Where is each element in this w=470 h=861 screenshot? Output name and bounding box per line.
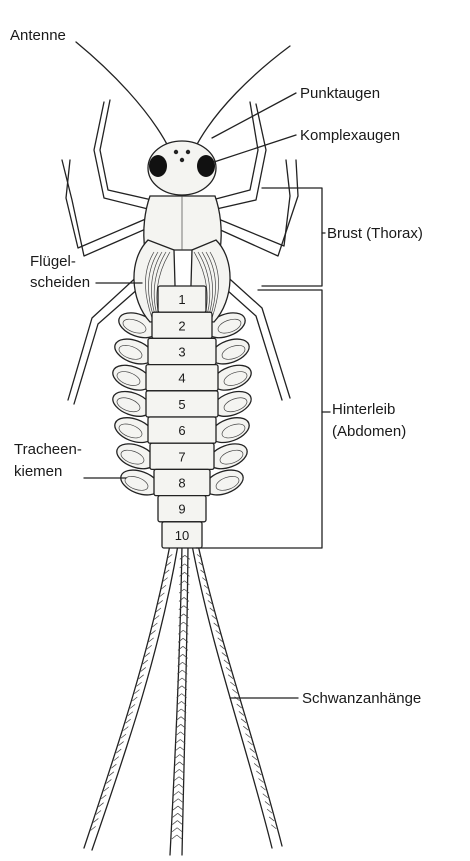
segment-number: 7 <box>178 449 185 464</box>
segment-number: 9 <box>178 502 185 517</box>
abdominal-segment: 9 <box>158 496 206 522</box>
compound-eye-right <box>197 155 215 177</box>
ocellus <box>186 150 190 154</box>
abdominal-segment: 5 <box>146 391 218 417</box>
segment-number: 1 <box>178 292 185 307</box>
abdominal-segment: 8 <box>154 469 210 495</box>
label-komplexaugen: Komplexaugen <box>300 127 400 144</box>
label-hinterleib-1: Hinterleib <box>332 401 395 418</box>
abdominal-segment: 10 <box>162 522 202 548</box>
abdominal-segment: 1 <box>158 286 206 312</box>
abdominal-segment: 3 <box>148 338 216 364</box>
abdomen: 1 2 3 4 5 6 7 8 9 10 <box>146 286 218 548</box>
segment-number: 10 <box>175 528 189 543</box>
abdominal-segment: 2 <box>152 312 212 338</box>
segment-number: 5 <box>178 397 185 412</box>
segment-number: 2 <box>178 318 185 333</box>
ocellus <box>180 158 184 162</box>
compound-eye-left <box>149 155 167 177</box>
label-fluegelscheiden-2: scheiden <box>30 274 90 291</box>
abdominal-segment: 6 <box>148 417 216 443</box>
segment-number: 6 <box>178 423 185 438</box>
label-fluegelscheiden-1: Flügel- <box>30 253 76 270</box>
ocellus <box>174 150 178 154</box>
segment-number: 3 <box>178 345 185 360</box>
label-tracheenkiemen-2: kiemen <box>14 463 62 480</box>
head <box>148 141 216 195</box>
tail-appendages <box>84 545 282 855</box>
label-punktaugen: Punktaugen <box>300 85 380 102</box>
label-schwanzanhaenge: Schwanzanhänge <box>302 690 421 707</box>
segment-number: 8 <box>178 476 185 491</box>
segment-number: 4 <box>178 371 185 386</box>
abdominal-segment: 4 <box>146 365 218 391</box>
label-antenne: Antenne <box>10 27 66 44</box>
antennae <box>76 42 290 150</box>
label-brust: Brust (Thorax) <box>327 225 423 242</box>
label-hinterleib-2: (Abdomen) <box>332 423 406 440</box>
label-tracheenkiemen-1: Tracheen- <box>14 441 82 458</box>
abdominal-segment: 7 <box>150 443 214 469</box>
